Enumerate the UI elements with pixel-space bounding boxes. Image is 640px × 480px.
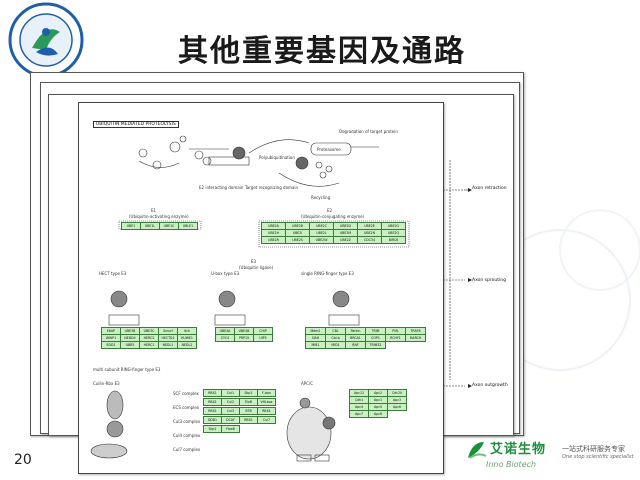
complex-label: SCF complex	[173, 391, 199, 396]
complex-label: Cul7 complex	[173, 447, 201, 452]
brand-slogan-cn: 一站式科研服务专家	[562, 445, 625, 453]
university-logo	[8, 2, 84, 78]
gene-box[interactable]: MARCH	[405, 334, 426, 342]
ring-label: single RING-finger type E3	[301, 271, 354, 276]
brand-slogan-en: One stop scientific specialist	[562, 454, 634, 460]
gene-box[interactable]: DDB1	[203, 416, 222, 424]
e3-subtitle: (Ubiquitin ligase)	[239, 265, 274, 270]
gene-box[interactable]: Apc7	[349, 410, 369, 418]
gene-box[interactable]: UBE2W	[309, 236, 334, 244]
e2-domain-label: E2 interacting domain	[199, 185, 244, 190]
e2-subtitle: (Ubiquitin-conjugating enzyme)	[301, 214, 365, 219]
e2-title: E2	[327, 208, 333, 213]
brand-logo-icon	[468, 442, 487, 459]
gene-box[interactable]: RBX1	[257, 407, 276, 415]
gene-box[interactable]: UBR5	[120, 341, 140, 349]
gene-box[interactable]: Apc8	[368, 410, 388, 418]
gene-box[interactable]: Fbw8	[221, 425, 240, 433]
gene-box[interactable]: UBE2S	[285, 236, 310, 244]
pathway-diagram: UBIQUITIN MEDIATED PROTEOLYSIS	[78, 102, 444, 474]
gene-box[interactable]: CDC34	[357, 236, 382, 244]
gene-box[interactable]: UIP5	[253, 334, 273, 342]
cullin-label: Cullin-Rbx E3	[93, 381, 120, 386]
gene-box[interactable]: RBX1	[239, 416, 258, 424]
background-pathway-arrows	[440, 160, 472, 388]
gene-box[interactable]: BIRC6	[381, 236, 406, 244]
gene-box[interactable]: HERC1	[139, 341, 159, 349]
ubox-label: U-box type E3	[211, 271, 240, 276]
gene-box[interactable]: UBLE1	[178, 222, 198, 230]
complex-label: Cul3 complex	[173, 419, 201, 424]
gene-box[interactable]: UBE1L	[140, 222, 160, 230]
company-brand: 艾诺生物 Inno Biotech 一站式科研服务专家 One stop sci…	[462, 436, 640, 480]
axon-sprouting-label: Axon sprouting	[472, 278, 506, 283]
target-domain-label: Target recognizing domain	[245, 185, 299, 190]
gene-box[interactable]: NEDL2	[177, 341, 197, 349]
gene-box[interactable]: UBE2R	[261, 236, 286, 244]
gene-box[interactable]: MIB1	[305, 341, 326, 349]
gene-box[interactable]: EDD1	[101, 341, 121, 349]
complex-label: Cul4 complex	[173, 433, 201, 438]
proteasome-label: Proteasome	[317, 147, 341, 152]
multi-subunit-label: multi subunit RING-finger type E3	[93, 367, 161, 372]
gene-box[interactable]: PRP19	[234, 334, 254, 342]
gene-box[interactable]: CYC4	[215, 334, 235, 342]
pathway-header: UBIQUITIN MEDIATED PROTEOLYSIS	[93, 121, 179, 128]
gene-box[interactable]: MID1	[325, 341, 346, 349]
brand-name-cn: 艾诺生物	[490, 442, 547, 457]
gene-box[interactable]: TRIM32	[365, 341, 386, 349]
degradation-label: Degradation of target protein	[339, 129, 398, 134]
gene-box[interactable]: RBX1	[203, 398, 222, 406]
e1-subtitle: (Ubiquitin-activating enzyme)	[129, 214, 189, 219]
gene-box[interactable]: RBX1	[203, 389, 222, 397]
gene-box[interactable]: RBX1	[203, 407, 222, 415]
gene-box[interactable]: UBE1	[121, 222, 141, 230]
gene-box[interactable]: Cul3	[221, 407, 240, 415]
gene-box[interactable]: RNF	[345, 341, 366, 349]
brand-name-en: Inno Biotech	[486, 460, 537, 469]
gene-box[interactable]: Skp1	[203, 425, 222, 433]
gene-box[interactable]: Apc6	[387, 403, 407, 411]
gene-box[interactable]: Cul1	[221, 389, 240, 397]
gene-box[interactable]: F-box	[257, 389, 276, 397]
gene-box[interactable]: NEDL1	[158, 341, 178, 349]
axon-retraction-label: Axon retraction	[472, 186, 507, 191]
page-number: 20	[14, 452, 32, 468]
gene-box[interactable]: UBE2Z	[333, 236, 358, 244]
axon-outgrowth-label: Axon outgrowth	[472, 383, 508, 388]
gene-box[interactable]: RCHY1	[385, 334, 406, 342]
gene-box[interactable]: VHLbox	[257, 398, 276, 406]
apc-label: APC/C	[301, 381, 314, 386]
gene-box[interactable]: EloB	[239, 398, 258, 406]
gene-box[interactable]: Skp1	[239, 389, 258, 397]
complex-label: ECS complex	[173, 405, 200, 410]
polyubiquitination-label: Polyubiquitination	[259, 155, 295, 160]
gene-box[interactable]: Cul7	[257, 416, 276, 424]
e1-title: E1	[151, 208, 157, 213]
gene-box[interactable]: Cul2	[221, 398, 240, 406]
hect-label: HECT type E3	[99, 271, 127, 276]
gene-box[interactable]: UBE1C	[159, 222, 179, 230]
gene-box[interactable]: BTB	[239, 407, 258, 415]
recycling-label: Recycling	[311, 195, 331, 200]
pathway-graphics	[90, 135, 410, 462]
gene-box[interactable]: DCAF	[221, 416, 240, 424]
e3-title: E3	[251, 259, 257, 264]
slide-title: 其他重要基因及通路	[178, 34, 466, 69]
